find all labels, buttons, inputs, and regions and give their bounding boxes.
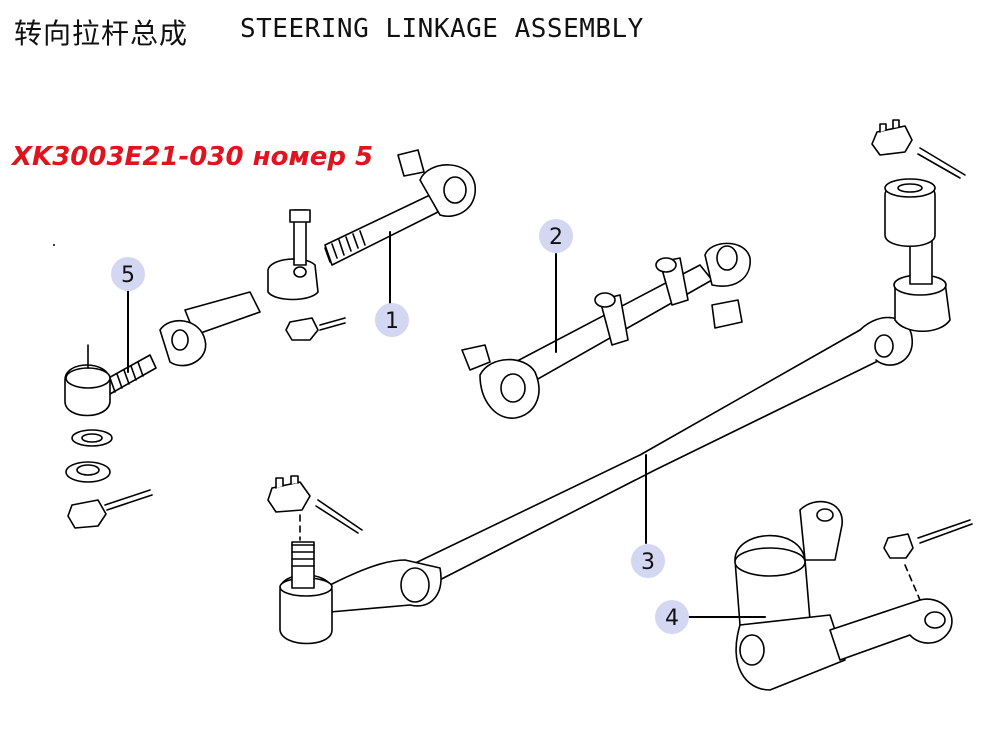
callout-2: 2 [539,219,573,253]
title-chinese: 转向拉杆总成 [14,17,189,50]
callout-4: 4 [655,600,689,634]
drag-link-part-3 [267,119,966,645]
callout-2-label: 2 [549,225,563,250]
callout-5-label: 5 [121,263,135,288]
callout-5: 5 [111,257,145,291]
part-code-label: XK3003E21-030 номер 5 [12,142,374,172]
leader-lines [127,231,766,618]
callout-3: 3 [631,544,665,578]
callout-4-label: 4 [665,606,679,631]
tie-rod-end-part-5 [64,291,261,529]
title-english: STEERING LINKAGE ASSEMBLY [240,14,644,44]
stray-dot [53,244,55,246]
callout-1-label: 1 [385,309,399,334]
tie-rod-end-part-1 [267,149,476,341]
tie-rod-part-2 [461,242,751,419]
callout-3-label: 3 [641,550,655,575]
callout-1: 1 [375,303,409,337]
idler-arm-part-4 [734,500,973,691]
